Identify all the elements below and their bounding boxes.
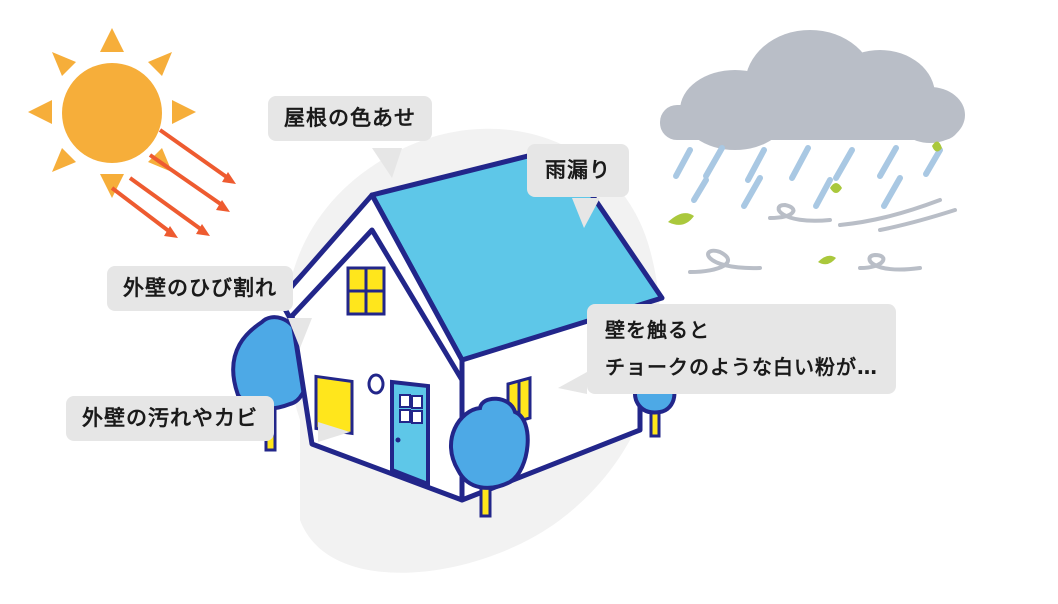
cloud-icon [660, 30, 965, 150]
callout-roof-fading: 屋根の色あせ [268, 96, 432, 141]
tree-front-icon [449, 396, 530, 518]
callout-wall-cracks: 外壁のひび割れ [107, 266, 293, 311]
window-porthole [367, 373, 385, 395]
callout-chalking: 壁を触ると チョークのような白い粉が… [587, 304, 896, 394]
leaf-icons [668, 141, 942, 265]
callout-chalking-line1: 壁を触ると [605, 318, 710, 342]
wind-swirls [688, 198, 957, 274]
rain-streaks [673, 145, 943, 209]
callout-rain-leak: 雨漏り [527, 144, 629, 197]
door-icon [390, 379, 430, 487]
callout-tails [288, 148, 600, 442]
callout-wall-dirt-mold: 外壁の汚れやカビ [66, 396, 274, 441]
callout-wall-cracks-text: 外壁のひび割れ [123, 276, 277, 300]
sun-ray-arrows [110, 128, 236, 238]
window-upper [346, 266, 386, 316]
callout-chalking-line2: チョークのような白い粉が… [605, 355, 878, 379]
sun-icon [28, 28, 196, 198]
callout-rain-leak-text: 雨漏り [545, 158, 611, 182]
callout-roof-fading-text: 屋根の色あせ [284, 106, 416, 130]
callout-wall-dirt-mold-text: 外壁の汚れやカビ [82, 406, 258, 430]
